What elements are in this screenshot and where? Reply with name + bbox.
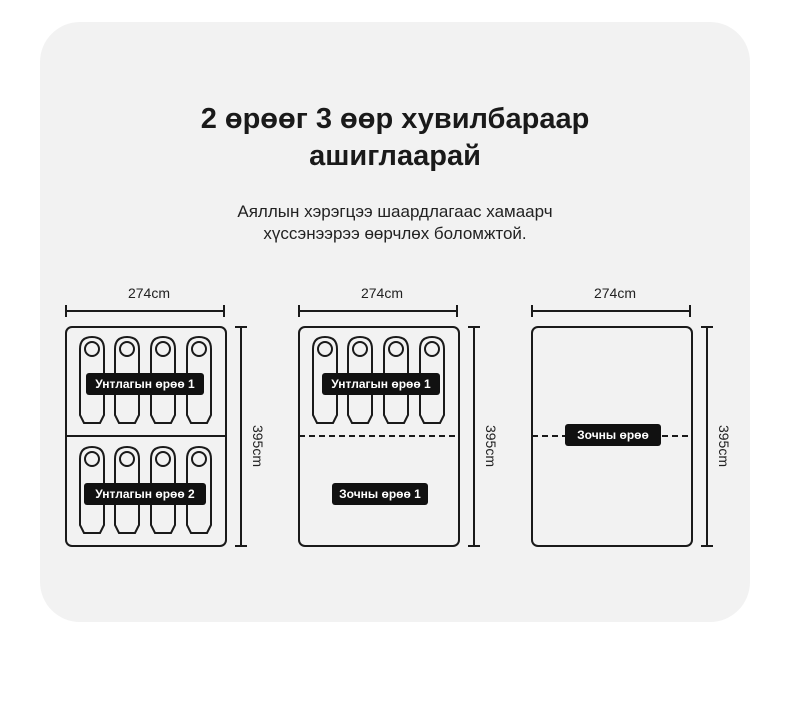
sleeping-bag-icon <box>114 445 140 534</box>
sleeping-bag-hood-icon <box>352 341 368 357</box>
layout-3-plan <box>531 305 713 547</box>
layout-3-width-label: 274cm <box>593 285 637 301</box>
sleeping-bag-icon <box>150 335 176 424</box>
sleeping-bag-icon <box>186 445 212 534</box>
subtitle-line-2: хүссэнээрээ өөрчлөх боломжтой. <box>263 224 527 243</box>
sleeping-bag-hood-icon <box>191 451 207 467</box>
sleeping-bag-hood-icon <box>424 341 440 357</box>
subtitle-line-1: Аяллын хэрэгцээ шаардлагаас хамаарч <box>237 202 553 221</box>
room-tag-bedroom-1: Унтлагын өрөө 1 <box>322 373 440 395</box>
sleeping-bag-hood-icon <box>119 451 135 467</box>
feature-card <box>40 22 750 622</box>
sleeping-bag-hood-icon <box>84 451 100 467</box>
page-title-line-1: 2 өрөөг 3 өөр хувилбараар <box>200 103 590 135</box>
sleeping-bag-hood-icon <box>191 341 207 357</box>
room-tag-bedroom-1: Унтлагын өрөө 1 <box>86 373 204 395</box>
sleeping-bag-icon <box>79 445 105 534</box>
page-title-line-2: ашиглаарай <box>309 140 481 172</box>
sleeping-bag-hood-icon <box>388 341 404 357</box>
layout-2-plan <box>298 305 480 547</box>
sleeping-bag-icon <box>79 335 105 424</box>
sleeping-bag-hood-icon <box>155 451 171 467</box>
sleeping-bag-icon <box>114 335 140 424</box>
sleeping-bag-hood-icon <box>155 341 171 357</box>
layout-1-width-label: 274cm <box>127 285 171 301</box>
sleeping-bag-icon <box>186 335 212 424</box>
sleeping-bag-icon <box>383 335 409 424</box>
sleeping-bag-icon <box>312 335 338 424</box>
sleeping-bag-icon <box>419 335 445 424</box>
room-tag-living-room: Зочны өрөө <box>565 424 661 446</box>
sleeping-bag-hood-icon <box>317 341 333 357</box>
layout-1-plan <box>65 305 247 547</box>
layout-2-width-label: 274cm <box>360 285 404 301</box>
sleeping-bag-icon <box>347 335 373 424</box>
sleeping-bag-icon <box>150 445 176 534</box>
room-tag-living-room-1: Зочны өрөө 1 <box>332 483 428 505</box>
sleeping-bag-hood-icon <box>84 341 100 357</box>
room-tag-bedroom-2: Унтлагын өрөө 2 <box>84 483 206 505</box>
sleeping-bag-hood-icon <box>119 341 135 357</box>
